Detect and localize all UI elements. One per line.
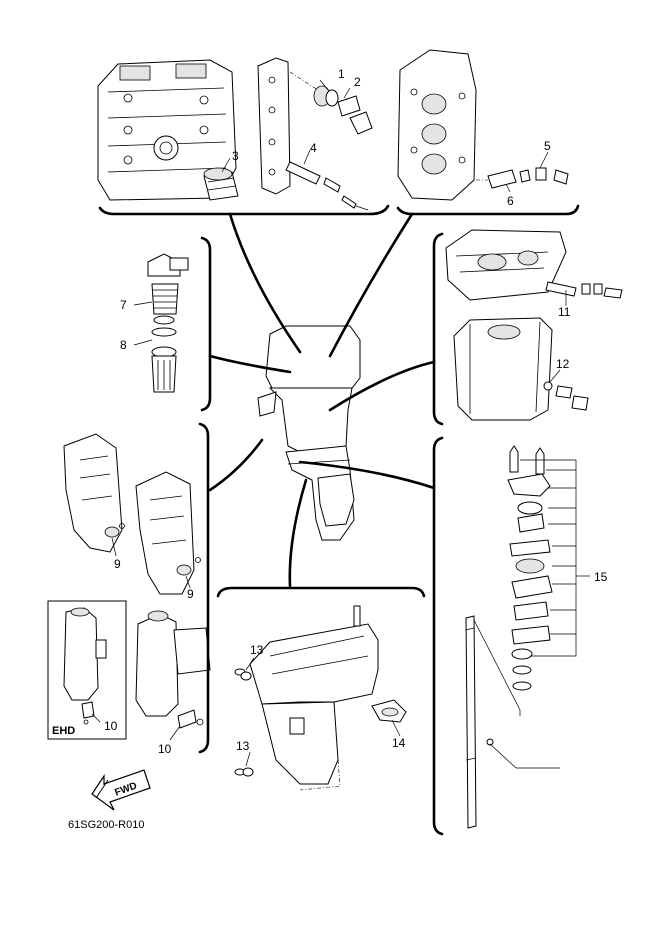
callout-13-upper: 13 [250,643,264,657]
callout-4: 4 [310,141,317,155]
anode-illustration [285,161,369,211]
exhaust-cover-illustration [257,57,319,195]
trim-tilt-unit-illustration [135,610,211,729]
lower-casing-illustration [249,605,379,791]
leader-line [228,212,302,354]
trim-tab-anode-illustration [371,699,407,723]
callout-14: 14 [392,736,406,750]
callout-10-inset: 10 [104,719,118,733]
cylinder-block-illustration [97,59,237,201]
callout-15: 15 [594,570,608,584]
callout-7: 7 [120,298,127,312]
right-lower-bracket [432,436,444,836]
forward-arrow-icon [91,769,151,811]
top-left-bracket [98,204,390,216]
callout-3: 3 [232,149,239,163]
upper-casing-illustration [445,229,623,301]
callout-12: 12 [556,357,570,371]
top-right-bracket [396,204,580,216]
callout-2: 2 [354,75,361,89]
callout-10-main: 10 [158,742,172,756]
callout-9-lower: 9 [187,587,194,601]
callout-5: 5 [544,139,551,153]
drive-shaft-illustration [465,615,560,829]
callout-13-lower: 13 [236,739,250,753]
callout-11: 11 [558,305,571,319]
water-pump-illustration [507,445,553,691]
temperature-sensor-illustration [476,167,569,189]
outboard-motor-illustration [257,325,361,541]
bottom-center-bracket [216,586,426,598]
callout-8: 8 [120,338,127,352]
thermostat-illustration [313,85,373,135]
leader-line [298,460,436,490]
right-middle-bracket [432,232,444,426]
washer-13-illustration [234,668,254,777]
leader-line [288,478,308,588]
oil-filter-illustration [203,167,239,201]
callout-9-upper: 9 [114,557,121,571]
leader-line [328,212,414,358]
leader-line [208,354,292,374]
ehd-inset [47,600,127,740]
left-middle-bracket [200,236,212,412]
oil-pan-illustration [453,317,589,421]
ehd-label: EHD [52,725,75,737]
callout-1: 1 [338,67,345,81]
fuel-filter-illustration [147,253,189,393]
diagram-code: 61SG200-R010 [68,819,144,831]
left-lower-bracket [198,422,210,754]
leader-line [328,360,436,412]
callout-6: 6 [507,194,514,208]
cylinder-head-illustration [397,49,477,201]
leader-line [208,438,264,492]
clamp-bracket-illustration [63,433,201,595]
